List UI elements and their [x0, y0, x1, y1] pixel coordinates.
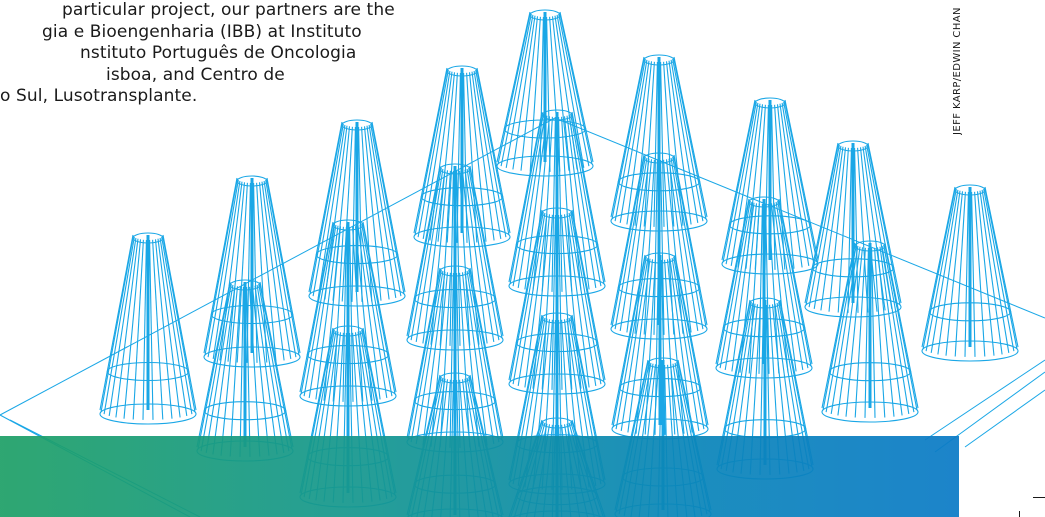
wireframe-cone [99, 232, 197, 425]
wireframe-cone [804, 140, 902, 318]
wireframe-cone [299, 219, 397, 407]
intro-line: particular project, our partners are the [62, 0, 395, 20]
gradient-band [0, 436, 959, 517]
intro-line: gia e Bioengenharia (IBB) at Instituto [42, 21, 362, 42]
cone-group [99, 9, 1019, 517]
intro-line: isboa, and Centro de [106, 64, 285, 85]
wireframe-cone [821, 240, 919, 423]
wireframe-cone [715, 196, 813, 379]
intro-line: o Sul, Lusotransplante. [0, 86, 198, 106]
photo-credit: JEFF KARP/EDWIN CHAN [952, 7, 963, 135]
article-intro-text: particular project, our partners are the… [0, 0, 395, 108]
wireframe-cone [921, 184, 1019, 362]
corner-mark [1033, 497, 1045, 498]
wireframe-cone [496, 9, 594, 177]
intro-line: nstituto Português de Oncologia [80, 43, 357, 63]
wireframe-cone [203, 175, 301, 368]
wireframe-cone [721, 97, 819, 275]
corner-mark [1019, 511, 1020, 517]
wireframe-cone [196, 279, 294, 462]
